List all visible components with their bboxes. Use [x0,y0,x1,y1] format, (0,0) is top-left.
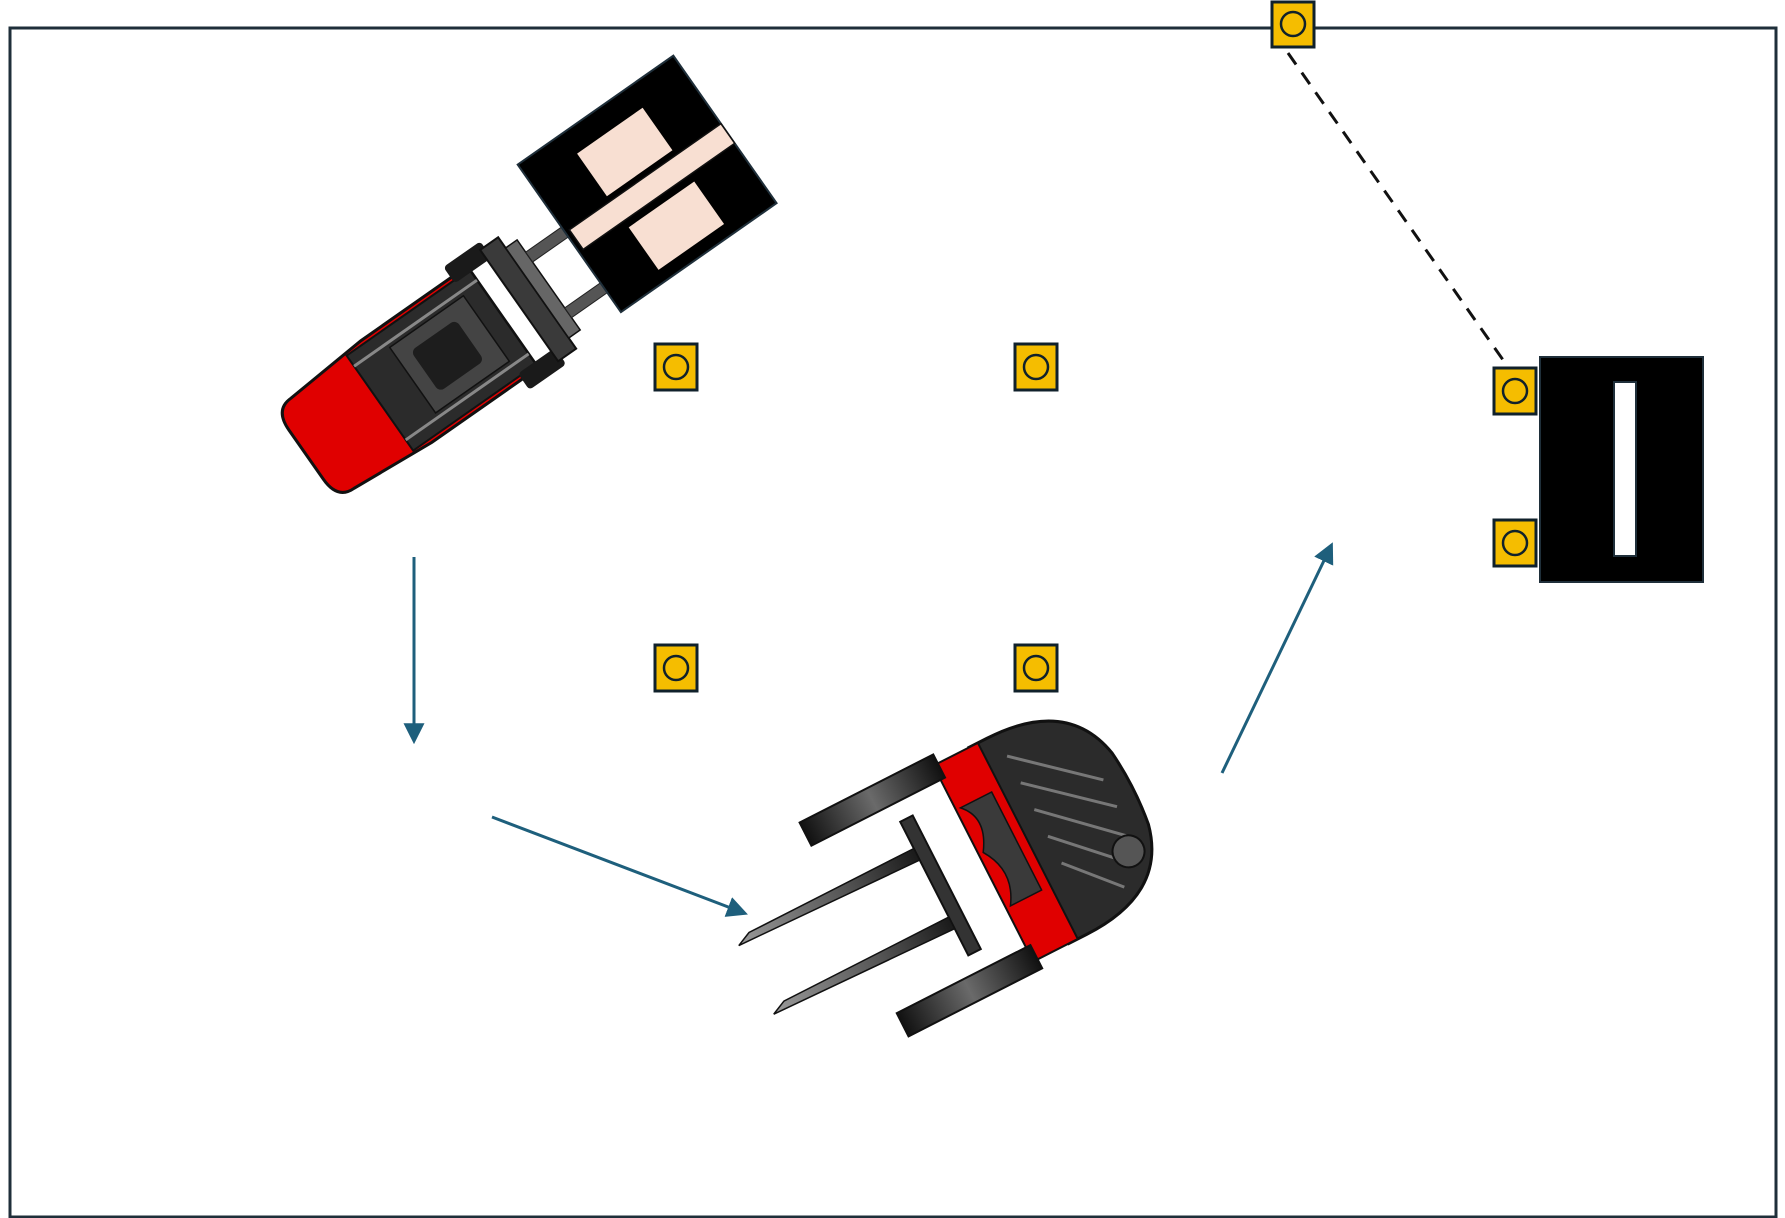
marker-rack-top [1492,366,1538,416]
marker-top-edge [1270,0,1316,49]
circle-in-square-icon [1022,654,1050,682]
arrow-diagonal-right [491,815,748,917]
rack-station [1539,356,1704,583]
pallet-board-bottom [628,181,725,270]
marker-lower-right [1013,643,1059,693]
pallet-board-top [577,107,673,197]
circle-in-square-icon [662,654,690,682]
forklift-carrying-pallet [280,217,622,494]
forklift-leg-right [895,943,1044,1038]
circle-in-square-icon [1501,529,1529,557]
dashed-link-line [1286,52,1510,368]
forklift-leg-left [798,753,947,848]
forklift-fork-upper [738,847,921,947]
marker-upper-right [1013,342,1059,392]
forklift-fork-lower [773,916,956,1015]
marker-rack-bottom [1492,518,1538,568]
arena-boundary [8,26,1778,1218]
pallet-crossbar [568,122,736,251]
pallet-loaded [516,54,778,314]
marker-upper-left [653,342,699,392]
rack-slot [1613,381,1637,557]
circle-in-square-icon [1279,10,1307,38]
forklift-counterweight [966,719,1154,946]
marker-lower-left [653,643,699,693]
circle-in-square-icon [662,353,690,381]
circle-in-square-icon [1501,377,1529,405]
arrow-up-right [1220,542,1334,774]
forklift-empty [738,719,1154,1038]
circle-in-square-icon [1022,353,1050,381]
